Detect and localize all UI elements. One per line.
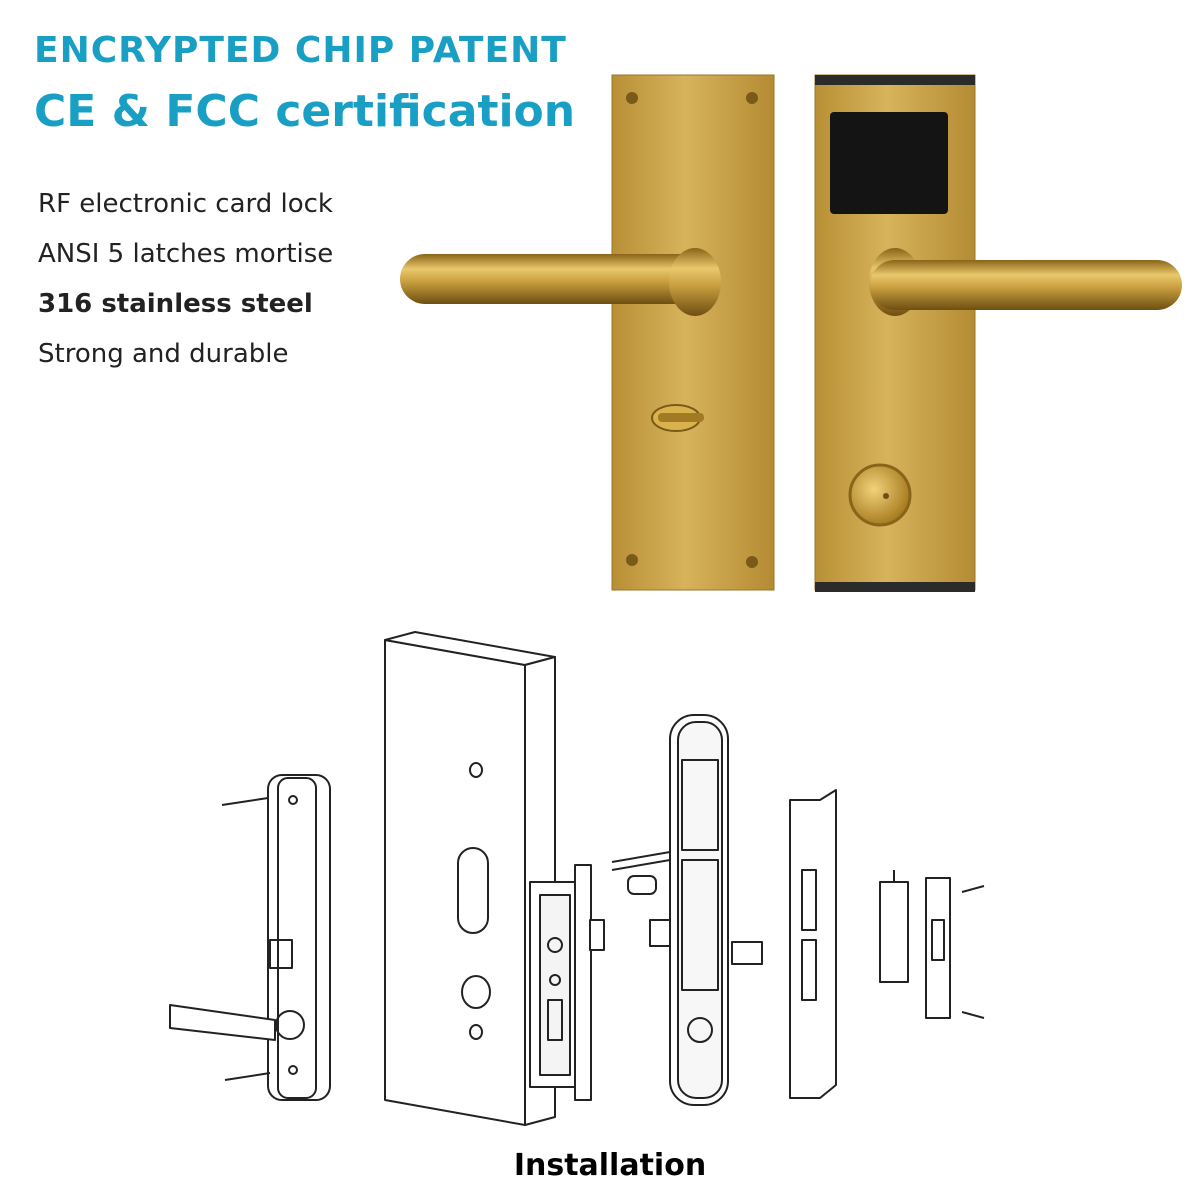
installation-diagram (169, 631, 985, 1126)
inside-handle-plate (169, 774, 331, 1101)
feature-item: Strong and durable (38, 339, 289, 369)
face-plate (789, 789, 837, 1099)
outside-plate (814, 74, 976, 592)
headline-encrypted-chip: ENCRYPTED CHIP PATENT (34, 30, 567, 71)
lock-product-image (400, 74, 1182, 592)
lever-handle-right (869, 248, 1182, 316)
feature-list: RF electronic card lock ANSI 5 latches m… (38, 186, 333, 386)
installation-caption: Installation (513, 1148, 707, 1183)
lever-handle-left (400, 248, 721, 316)
screw-icon (626, 92, 638, 104)
screw-icon (746, 556, 758, 568)
outside-card-lock-panel (669, 714, 763, 1106)
feature-item: RF electronic card lock (38, 189, 333, 219)
mortise-lock-body (529, 864, 605, 1101)
card-reader-window-icon (830, 112, 948, 214)
headline-certification: CE & FCC certification (34, 86, 576, 137)
key-cylinder-icon (848, 463, 912, 527)
screw-icon (746, 92, 758, 104)
strike-box (879, 870, 909, 983)
feature-item: ANSI 5 latches mortise (38, 239, 334, 269)
feature-item: 316 stainless steel (38, 289, 313, 319)
strike-plate (925, 877, 985, 1019)
screw-icon (626, 554, 638, 566)
inside-plate (611, 74, 775, 591)
